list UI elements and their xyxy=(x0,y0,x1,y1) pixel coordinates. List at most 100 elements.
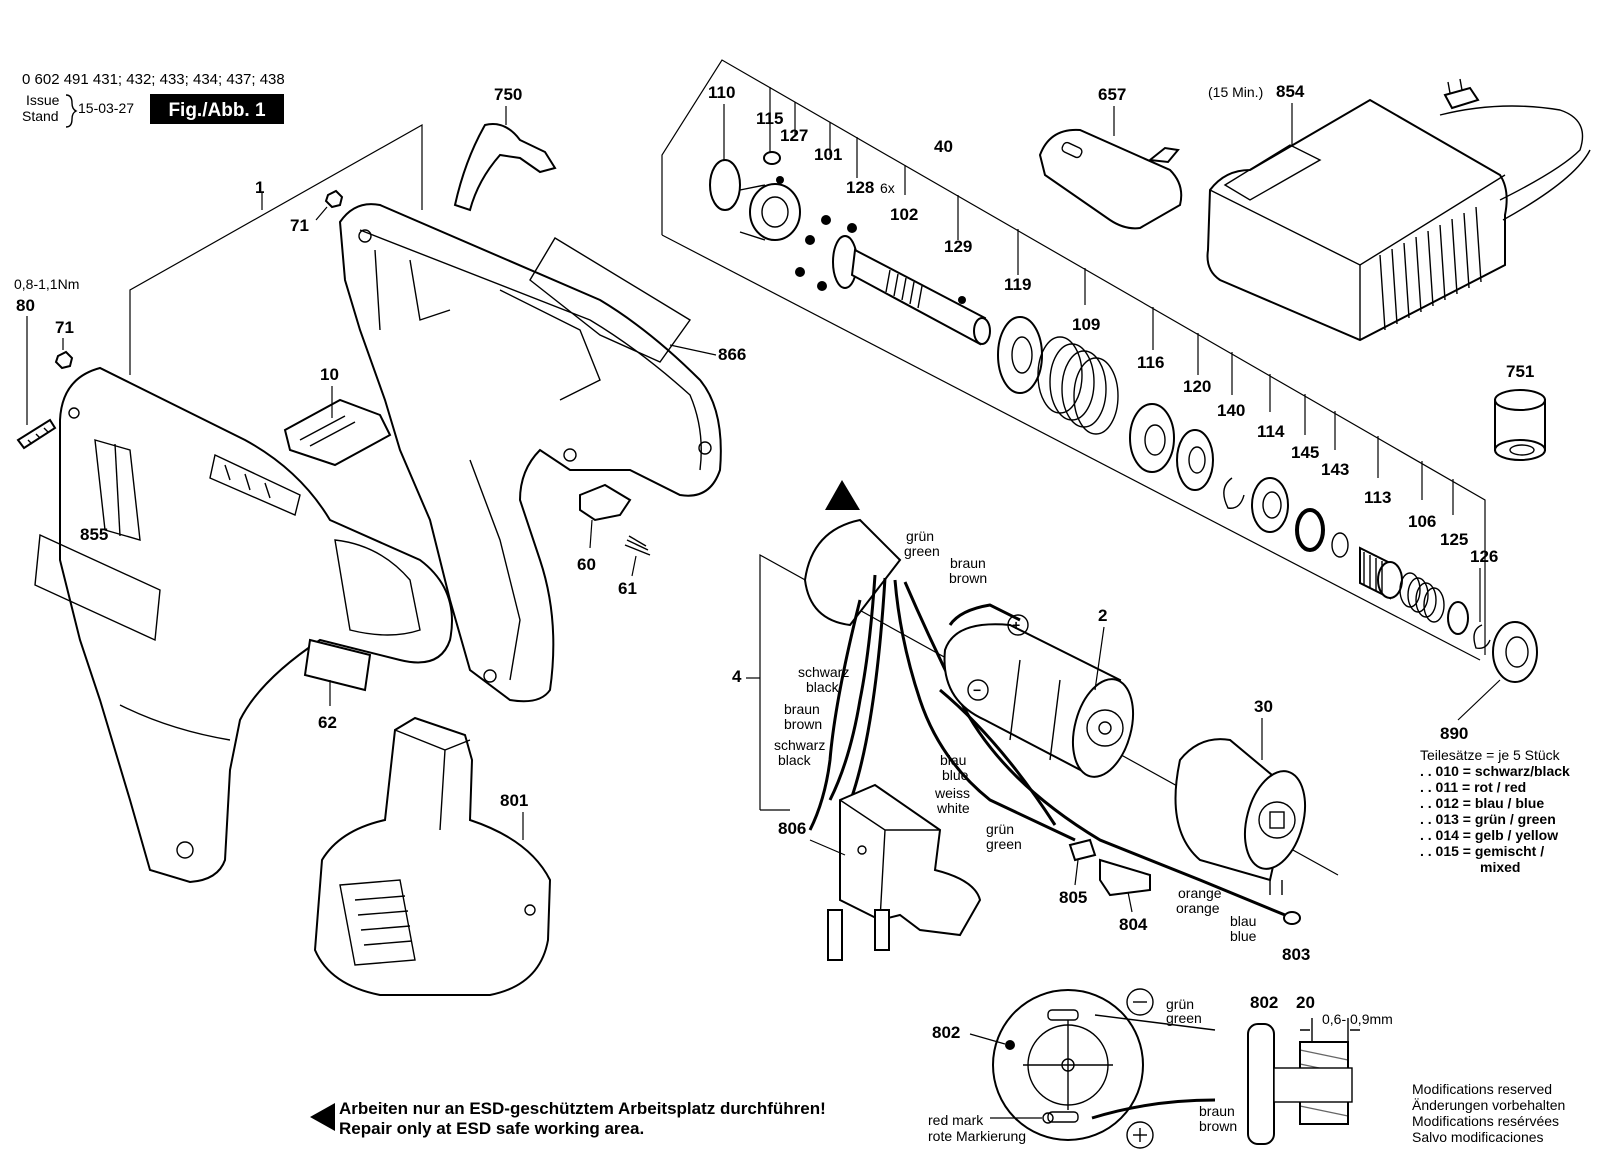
label-855: 855 xyxy=(80,525,108,544)
minus-symbol-detail xyxy=(1126,988,1154,1016)
label-71-upper: 71 xyxy=(290,216,309,235)
part-numbers: 0 602 491 431; 432; 433; 434; 437; 438 xyxy=(22,71,285,88)
cap-890 xyxy=(1492,621,1538,683)
bit-holder-657 xyxy=(1038,128,1183,230)
housing-right-half xyxy=(338,203,722,703)
wire-brown-top: brown xyxy=(949,570,987,586)
label-802-gap: 802 xyxy=(1250,993,1278,1012)
motor-2 xyxy=(943,623,1134,778)
detail-brown: brown xyxy=(1199,1118,1237,1134)
label-sheet-866 xyxy=(529,237,692,363)
detail-green: green xyxy=(1166,1010,1202,1026)
label-119: 119 xyxy=(1004,275,1031,294)
wire-blue-low: blue xyxy=(1230,928,1257,944)
o-ring-110 xyxy=(709,159,741,211)
fig-label-box xyxy=(150,94,284,124)
label-torque: 0,8-1,1Nm xyxy=(14,276,79,292)
screw-80 xyxy=(16,418,57,450)
label-gap: 0,6- 0,9mm xyxy=(1322,1011,1393,1027)
teilesaetze-row-0: . . 010 = schwarz/black xyxy=(1420,763,1570,779)
spindle-axis-line xyxy=(661,234,1481,661)
label-140: 140 xyxy=(1217,401,1245,420)
label-803: 803 xyxy=(1282,945,1310,964)
label-145: 145 xyxy=(1291,443,1319,462)
wire-orange-en: orange xyxy=(1176,900,1220,916)
wire-harness xyxy=(808,574,1286,917)
label-60: 60 xyxy=(577,555,596,574)
label-6x: 6x xyxy=(880,180,895,196)
label-2: 2 xyxy=(1098,606,1107,625)
label-61: 61 xyxy=(618,579,637,598)
label-802-detail: 802 xyxy=(932,1023,960,1042)
housing-left-half xyxy=(59,366,453,884)
plus-sign: + xyxy=(1012,617,1020,633)
issue-label: Issue xyxy=(26,92,60,108)
teilesaetze-row-6: mixed xyxy=(1480,859,1520,875)
clip-750 xyxy=(453,123,557,212)
minus-sign: − xyxy=(973,682,981,698)
spindle-ticks xyxy=(769,87,1454,515)
planetary-gear-30 xyxy=(1174,738,1306,895)
label-30: 30 xyxy=(1254,697,1273,716)
bearing-114 xyxy=(1251,477,1289,533)
label-80: 80 xyxy=(16,296,35,315)
label-806: 806 xyxy=(778,819,806,838)
ball-129 xyxy=(958,296,966,304)
stand-label: Stand xyxy=(22,108,59,124)
modifications-0: Modifications reserved xyxy=(1412,1081,1552,1097)
esd-line-en: Repair only at ESD safe working area. xyxy=(339,1119,644,1138)
washer-119 xyxy=(997,316,1043,394)
spring-106 xyxy=(1399,572,1445,623)
label-116: 116 xyxy=(1137,353,1164,372)
modifications-3: Salvo modificaciones xyxy=(1412,1129,1544,1145)
switch-806 xyxy=(827,783,982,961)
wire-blue: blue xyxy=(942,767,969,783)
wire-white: white xyxy=(936,800,970,816)
label-113: 113 xyxy=(1364,488,1391,507)
teilesaetze-row-1: . . 011 = rot / red xyxy=(1420,779,1526,795)
ring-125 xyxy=(1447,601,1469,635)
terminal-804 xyxy=(1099,858,1151,897)
wire-weiss: weiss xyxy=(934,785,970,801)
wire-black-1: black xyxy=(806,679,840,695)
ball-127 xyxy=(776,176,784,184)
teilesaetze-row-3: . . 013 = grün / green xyxy=(1420,811,1556,827)
spring-109 xyxy=(1037,336,1119,435)
label-805: 805 xyxy=(1059,888,1087,907)
label-866: 866 xyxy=(718,345,746,364)
wire-schwarz-2: schwarz xyxy=(774,737,825,753)
detail-gruen: grün xyxy=(1166,996,1194,1012)
label-127: 127 xyxy=(780,126,808,145)
issue-date: 15-03-27 xyxy=(78,100,134,116)
label-751: 751 xyxy=(1506,362,1534,381)
ring-143 xyxy=(1331,532,1349,558)
label-62: 62 xyxy=(318,713,337,732)
circlip-126 xyxy=(1473,624,1491,650)
wire-gruen-mid: grün xyxy=(986,821,1014,837)
label-10: 10 xyxy=(320,365,339,384)
plus-terminal xyxy=(1007,614,1029,636)
label-854: 854 xyxy=(1276,82,1305,101)
bearing-101 xyxy=(739,183,801,241)
label-120: 120 xyxy=(1183,377,1211,396)
label-804: 804 xyxy=(1119,915,1148,934)
label-1: 1 xyxy=(255,178,264,197)
label-106: 106 xyxy=(1408,512,1436,531)
circlip-140 xyxy=(1223,477,1245,509)
label-40: 40 xyxy=(934,137,953,156)
label-890: 890 xyxy=(1440,724,1468,743)
label-109: 109 xyxy=(1072,315,1100,334)
wire-blau: blau xyxy=(940,752,966,768)
sleeve-113 xyxy=(1359,546,1403,600)
brace xyxy=(65,94,78,128)
charger-854 xyxy=(1206,78,1591,342)
wire-braun-2: braun xyxy=(784,701,820,717)
wire-green-mid: green xyxy=(986,836,1022,852)
label-854-note: (15 Min.) xyxy=(1208,84,1263,100)
esd-triangle-marker xyxy=(825,480,860,510)
sticker-855 xyxy=(34,533,161,642)
wire-orange-de: orange xyxy=(1178,885,1222,901)
label-750: 750 xyxy=(494,85,522,104)
nut-71-upper xyxy=(324,189,344,209)
cam-116 xyxy=(1129,403,1175,473)
